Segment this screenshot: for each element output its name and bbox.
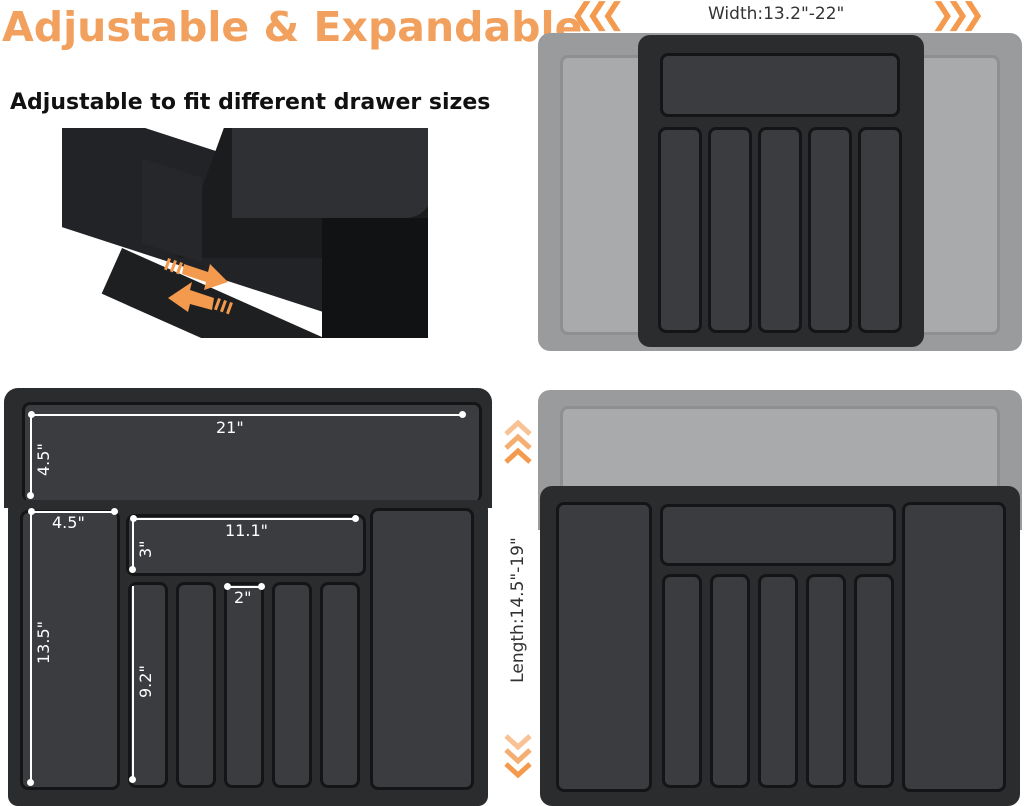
chevrons-left-icon: ❮❮❮ — [570, 0, 626, 32]
page-subtitle: Adjustable to fit different drawer sizes — [10, 90, 491, 115]
tray-length-expanded-photo — [538, 390, 1022, 806]
page-title: Adjustable & Expandable — [2, 3, 583, 51]
dimension-slot-length: 9.2" — [136, 665, 155, 698]
slide-mechanism-photo — [62, 128, 428, 338]
dimension-top-width: 21" — [216, 418, 244, 437]
dimension-side-length: 13.5" — [34, 621, 53, 664]
dimension-slot-width: 2" — [234, 588, 252, 607]
bidirectional-arrows-icon — [158, 250, 238, 320]
width-range-label: Width:13.2"-22" — [708, 4, 845, 24]
dimension-top-depth: 4.5" — [34, 443, 53, 476]
length-range-label: Length:14.5"-19" — [508, 537, 528, 683]
chevrons-right-icon: ❯❯❯ — [930, 0, 986, 32]
dimension-side-width: 4.5" — [52, 513, 85, 532]
chevrons-down-icon — [503, 730, 533, 780]
dimension-center-depth: 3" — [136, 540, 155, 558]
tray-width-expanded-photo — [538, 33, 1022, 351]
tray-dimensions-photo — [4, 388, 494, 806]
chevrons-up-icon — [503, 418, 533, 468]
dimension-center-width: 11.1" — [225, 521, 268, 540]
